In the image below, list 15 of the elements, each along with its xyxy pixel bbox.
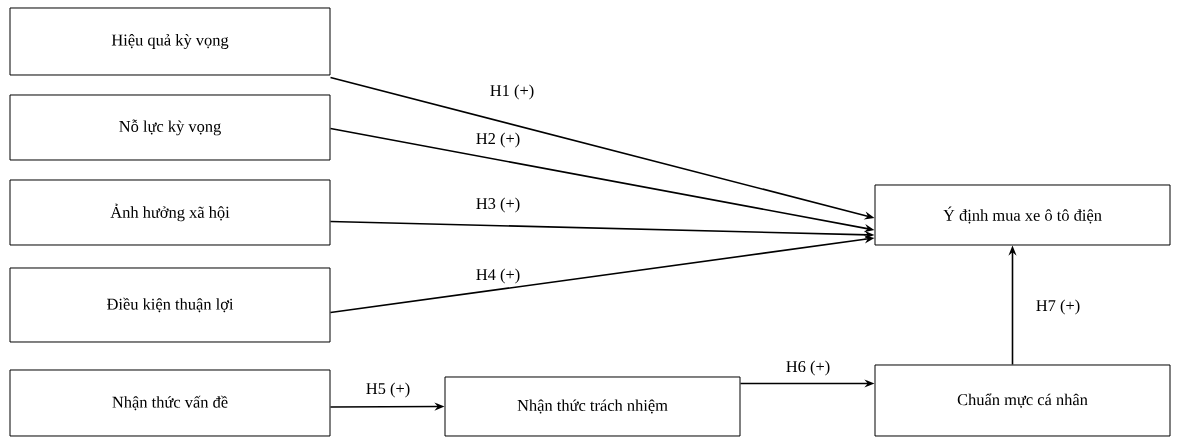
edge-label: H2 (+) <box>474 131 522 149</box>
construct-box: Ảnh hưởng xã hội <box>9 179 331 246</box>
edge-label: H4 (+) <box>474 267 522 285</box>
construct-box: Ý định mua xe ô tô điện <box>874 184 1171 246</box>
edge-label: H3 (+) <box>474 196 522 214</box>
construct-box: Hiệu quả kỳ vọng <box>9 7 331 76</box>
edge-label: H1 (+) <box>488 83 536 101</box>
edge-label: H5 (+) <box>364 381 412 399</box>
edge-label: H7 (+) <box>1034 298 1082 316</box>
construct-box: Nỗ lực kỳ vọng <box>9 94 331 161</box>
construct-box: Nhận thức trách nhiệm <box>444 376 741 437</box>
construct-box: Nhận thức vấn đề <box>9 369 331 437</box>
edge-label: H6 (+) <box>784 359 832 377</box>
construct-box: Chuẩn mực cá nhân <box>874 364 1171 437</box>
construct-box: Điều kiện thuận lợi <box>9 267 331 343</box>
